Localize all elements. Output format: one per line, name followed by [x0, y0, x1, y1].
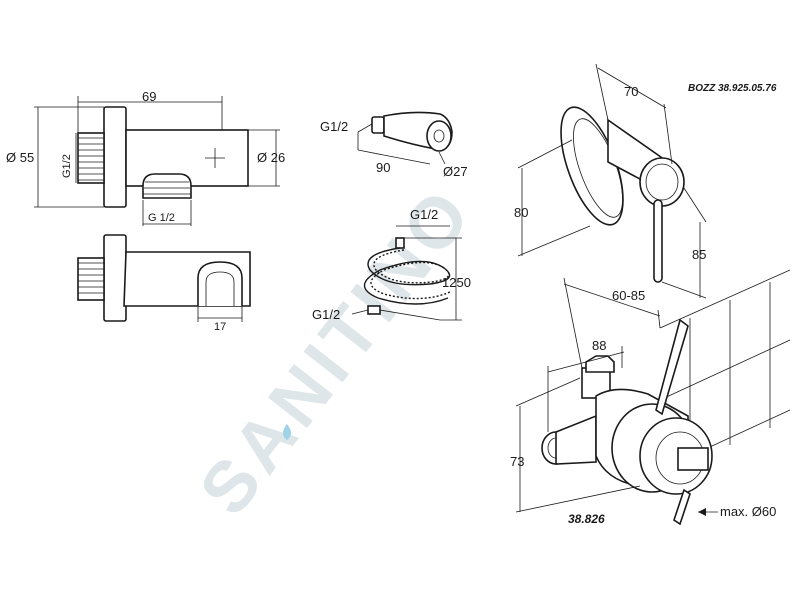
hand-shower-drawing: G1/2 90 Ø27 — [320, 111, 468, 179]
box-code-label: 38.826 — [568, 512, 605, 526]
box-max-diameter-label: max. Ø60 — [720, 504, 776, 519]
shower-hose-drawing: G1/2 1250 G1/2 — [312, 207, 471, 322]
install-depth-label: 60-85 — [612, 288, 645, 303]
box-width-label: 88 — [592, 338, 606, 353]
elbow-outlet-thread-label: G 1/2 — [148, 212, 175, 224]
shower-holder-drawing: 17 — [77, 234, 251, 333]
holder-width-label: 17 — [214, 321, 226, 333]
set-code-label: BOZZ 38.925.05.76 — [688, 83, 777, 94]
mixer-depth-label: 70 — [624, 84, 638, 99]
handshower-thread-label: G1/2 — [320, 119, 348, 134]
elbow-thread-side-label: G1/2 — [61, 154, 73, 178]
concealed-box-drawing: 60-85 88 73 38.826 max. Ø60 — [510, 269, 791, 526]
handshower-length-label: 90 — [376, 160, 390, 175]
elbow-body-diameter-label: Ø 26 — [257, 150, 285, 165]
mixer-drawing: BOZZ 38.925.05.76 70 80 85 — [514, 63, 777, 299]
lever-length-label: 85 — [692, 247, 706, 262]
handshower-diameter-label: Ø27 — [443, 164, 468, 179]
mixer-height-label: 80 — [514, 205, 528, 220]
elbow-flange-diameter-label: Ø 55 — [6, 150, 34, 165]
elbow-length-label: 69 — [142, 89, 156, 104]
hose-thread-bottom-label: G1/2 — [312, 307, 340, 322]
hose-thread-top-label: G1/2 — [410, 207, 438, 222]
hose-length-label: 1250 — [442, 275, 471, 290]
wall-elbow-drawing: 69 Ø 55 G1/2 Ø 26 G 1/2 — [6, 89, 285, 226]
watermark: SANITINO — [185, 172, 489, 530]
box-height-label: 73 — [510, 454, 524, 469]
watermark-drop-icon — [283, 424, 291, 440]
